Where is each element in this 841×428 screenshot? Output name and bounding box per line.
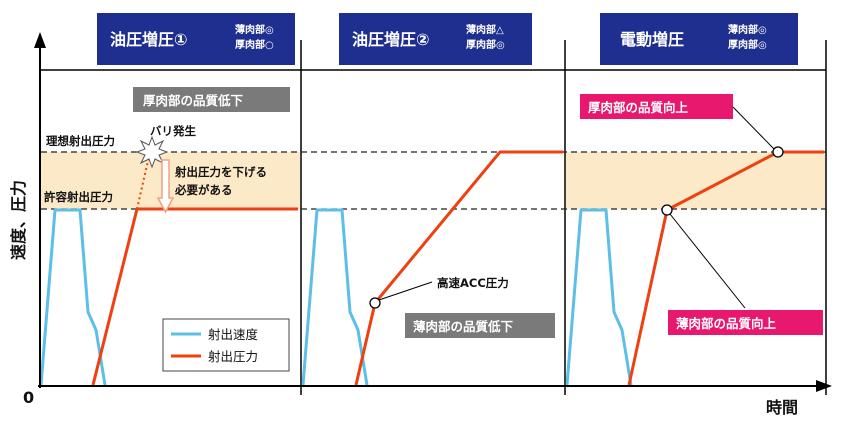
header-sub-2: 厚肉部◎ bbox=[466, 38, 505, 51]
header-title: 電動増圧 bbox=[620, 30, 684, 49]
header-bg bbox=[339, 13, 532, 65]
legend: 射出速度 射出圧力 bbox=[162, 318, 290, 372]
thick-low-label: 厚肉部の品質低下 bbox=[143, 93, 244, 108]
panel-frame bbox=[40, 40, 827, 395]
thin-up-leader bbox=[669, 213, 746, 309]
ideal-pressure-label: 理想射出圧力 bbox=[46, 134, 115, 148]
header-sub-1: 薄肉部◎ bbox=[235, 23, 274, 36]
burr-label: バリ発生 bbox=[150, 124, 196, 138]
header-title: 油圧増圧② bbox=[352, 30, 430, 49]
band-panel-3 bbox=[566, 152, 825, 209]
origin-label: 0 bbox=[23, 388, 34, 407]
thick-up-box bbox=[580, 94, 733, 119]
x-axis-arrow-icon bbox=[816, 380, 832, 392]
header-sub-2: 厚肉部○ bbox=[235, 38, 274, 51]
acc-label: 高速ACC圧力 bbox=[437, 276, 509, 290]
lower-pressure-arrow-icon bbox=[156, 159, 175, 214]
thick-up-label: 厚肉部の品質向上 bbox=[588, 100, 689, 115]
legend-speed-label: 射出速度 bbox=[208, 327, 259, 342]
thin-up-label: 薄肉部の品質向上 bbox=[676, 316, 777, 331]
x-axis-label: 時間 bbox=[766, 398, 798, 417]
acc-marker bbox=[369, 297, 381, 309]
thick-up-marker bbox=[772, 146, 784, 158]
acc-leader bbox=[378, 281, 433, 301]
thick-low-box bbox=[133, 87, 290, 112]
header-panel-1: 油圧増圧① 薄肉部◎ 厚肉部○ bbox=[97, 13, 295, 65]
pressure-curve-2 bbox=[354, 150, 563, 386]
thin-low-box bbox=[405, 313, 555, 338]
legend-pressure-label: 射出圧力 bbox=[208, 349, 258, 364]
header-sub-1: 薄肉部△ bbox=[466, 23, 504, 36]
axes: 0 時間 速度、圧力 bbox=[9, 32, 832, 417]
thin-up-marker bbox=[661, 204, 673, 216]
thin-up-box bbox=[668, 310, 823, 335]
y-axis-label: 速度、圧力 bbox=[9, 180, 28, 260]
lower-pressure-label-2: 必要がある bbox=[174, 183, 233, 197]
header-bg bbox=[600, 13, 798, 65]
speed-curves bbox=[39, 208, 633, 386]
pressure-curve-3 bbox=[627, 150, 824, 386]
speed-curve-1 bbox=[39, 208, 107, 386]
legend-box bbox=[162, 318, 290, 372]
speed-curve-2 bbox=[301, 208, 369, 386]
speed-curve-3 bbox=[565, 208, 633, 386]
header-panel-2: 油圧増圧② 薄肉部△ 厚肉部◎ bbox=[339, 13, 532, 65]
header-sub-1: 薄肉部◎ bbox=[728, 23, 767, 36]
lower-pressure-label-1: 射出圧力を下げる bbox=[174, 165, 267, 179]
allowed-pressure-label: 許容射出圧力 bbox=[44, 190, 113, 204]
burr-star-icon bbox=[135, 135, 169, 169]
y-axis-arrow-icon bbox=[34, 32, 46, 48]
thin-low-label: 薄肉部の品質低下 bbox=[413, 319, 514, 334]
header-bg bbox=[97, 13, 295, 65]
thick-up-leader bbox=[732, 106, 775, 150]
header-panel-3: 電動増圧 薄肉部◎ 厚肉部◎ bbox=[600, 13, 798, 65]
header-sub-2: 厚肉部◎ bbox=[728, 38, 767, 51]
header-title: 油圧増圧① bbox=[110, 30, 188, 49]
